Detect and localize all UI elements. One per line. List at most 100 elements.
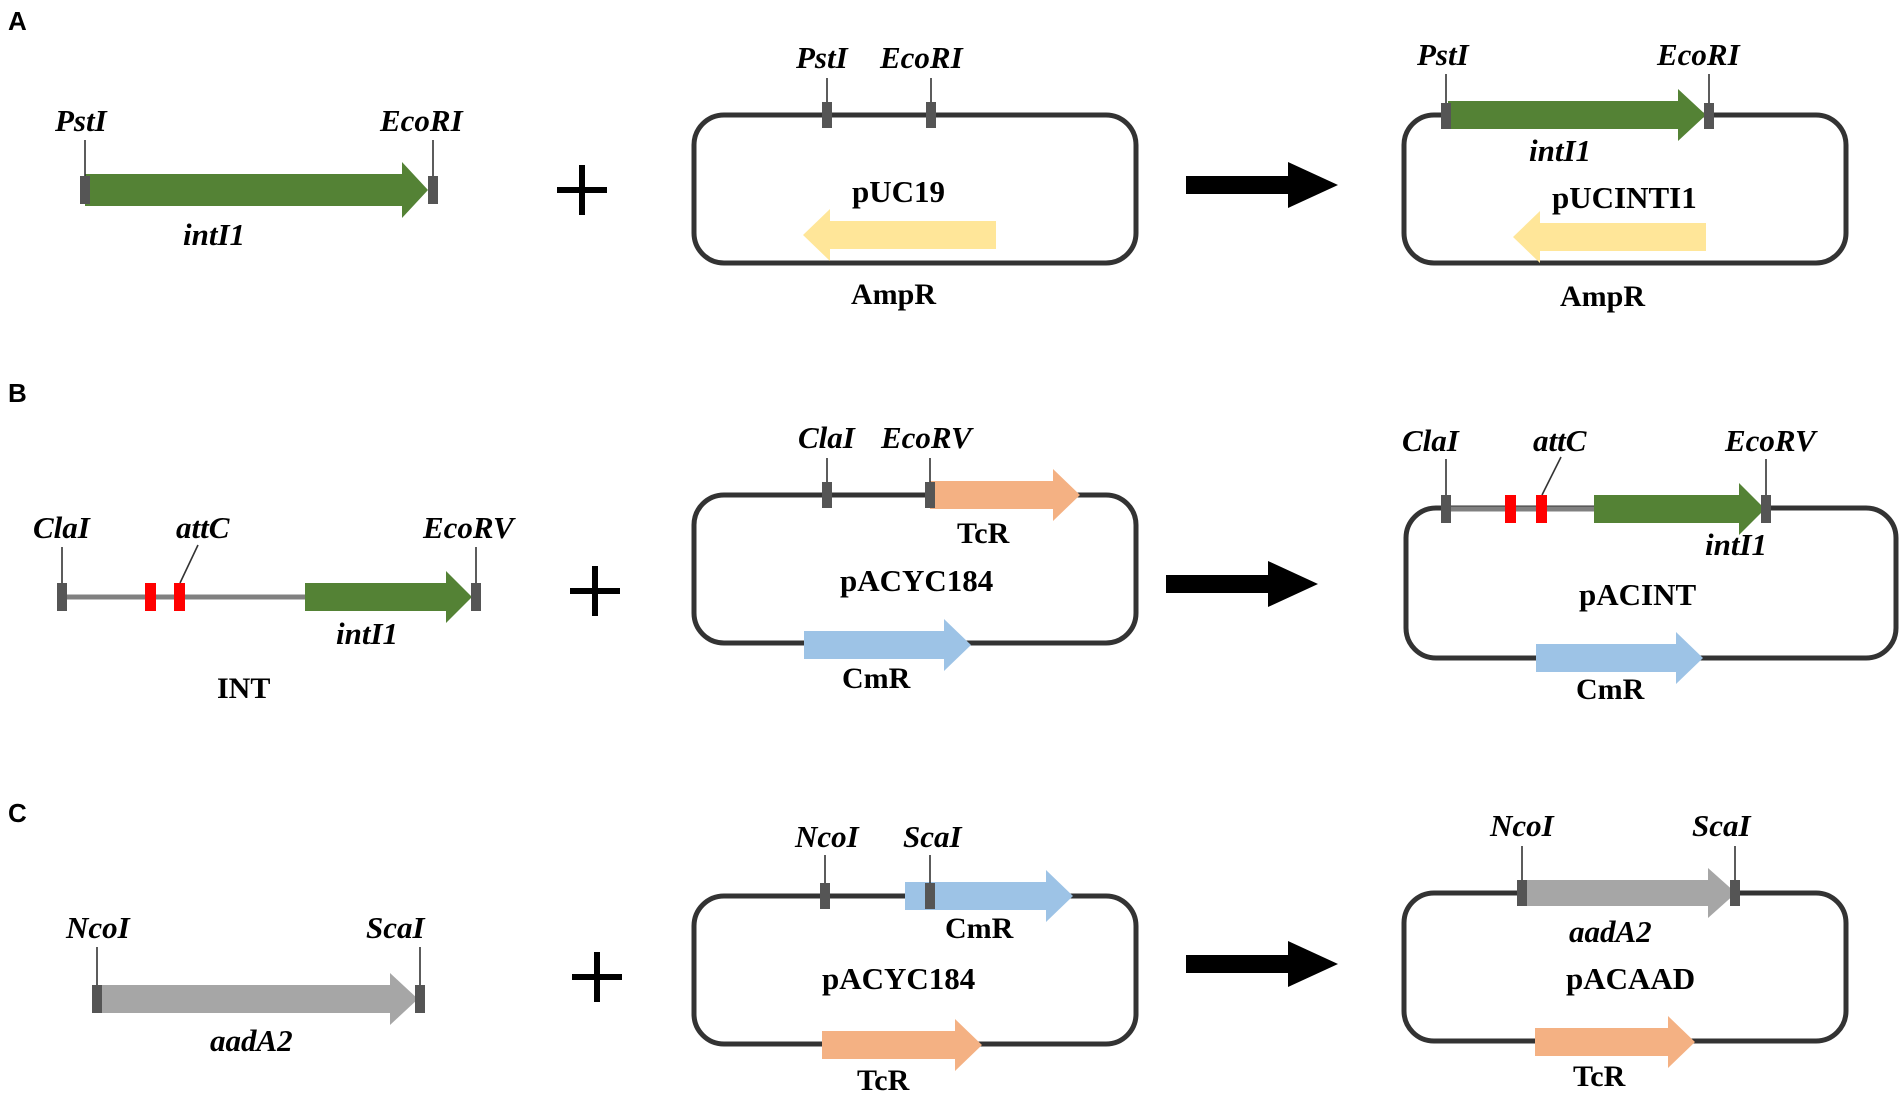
product-site-1-marker: [1441, 103, 1451, 129]
panel-a-vector: PstI EcoRI pUC19 AmpR: [691, 40, 1139, 311]
product-site-1: ClaI: [1402, 423, 1460, 458]
panel-b-fragment: ClaI attC EcoRV intI1 INT: [33, 510, 516, 705]
fragment-site-right: EcoRV: [422, 510, 516, 545]
product-site-1: PstI: [1416, 37, 1470, 72]
result-arrow: [1166, 561, 1318, 607]
attC-callout-line: [179, 544, 199, 584]
fragment-site-right: EcoRI: [379, 103, 464, 138]
attC-site-marker: [174, 583, 185, 611]
product-site-2: EcoRI: [1656, 37, 1741, 72]
product-site-1: NcoI: [1489, 808, 1555, 843]
attC-site-marker: [1536, 495, 1547, 523]
fragment-site-left: ClaI: [33, 510, 91, 545]
result-arrow: [1186, 941, 1338, 987]
panel-a-product: PstI EcoRI intI1 pUCINTI1 AmpR: [1401, 37, 1849, 313]
plus-sign: [557, 165, 607, 215]
pUC19-plasmid-outline: [691, 112, 1139, 266]
vector-site-2: EcoRV: [880, 420, 974, 455]
ncoI-site-marker: [92, 985, 102, 1013]
panel-b-label: B: [8, 378, 27, 408]
fragment-site-left: PstI: [54, 103, 108, 138]
fragment-site-left: NcoI: [65, 910, 131, 945]
vector-site-2-marker: [925, 482, 935, 508]
plus-sign: [570, 566, 620, 616]
panel-c: C NcoI ScaI aadA2 NcoI ScaI CmR: [8, 798, 1849, 1097]
attC-site-marker: [145, 583, 156, 611]
fragment-name: INT: [217, 672, 270, 705]
vector-marker-top-label: TcR: [957, 517, 1010, 550]
ecoRV-site-marker: [471, 583, 481, 611]
AmpR-marker-arrow: [803, 209, 996, 261]
panel-c-product: NcoI ScaI aadA2 pACAAD TcR: [1401, 808, 1849, 1093]
vector-site-1-marker: [820, 883, 830, 909]
aadA2-gene-arrow: [97, 973, 418, 1025]
vector-site-1-marker: [822, 102, 832, 128]
intI1-gene-arrow: [85, 162, 428, 218]
aadA2-gene-arrow: [1522, 868, 1736, 918]
vector-site-1: ClaI: [798, 420, 856, 455]
vector-marker-top-label: CmR: [945, 912, 1014, 945]
product-site-2: ScaI: [1692, 808, 1752, 843]
CmR-marker-arrow: [804, 619, 971, 671]
ecoRI-site-marker: [428, 176, 438, 204]
AmpR-marker-arrow: [1513, 211, 1706, 263]
product-site-1-marker: [1441, 495, 1451, 523]
product-site-1-marker: [1517, 880, 1527, 906]
panel-c-vector: NcoI ScaI CmR pACYC184 TcR: [691, 819, 1139, 1097]
CmR-marker-arrow: [905, 870, 1073, 922]
TcR-marker-arrow: [930, 469, 1080, 521]
plus-sign: [572, 952, 622, 1002]
attC-site-marker: [1505, 495, 1516, 523]
TcR-marker-arrow: [822, 1019, 982, 1071]
intI1-gene-arrow: [1448, 89, 1706, 141]
vector-marker-label: AmpR: [851, 278, 936, 311]
intI1-gene-arrow: [1594, 483, 1765, 535]
vector-name: pUC19: [852, 174, 945, 209]
TcR-marker-arrow: [1535, 1016, 1695, 1068]
product-marker-label: AmpR: [1560, 280, 1645, 313]
fragment-feature: attC: [176, 510, 230, 545]
panel-a-label: A: [8, 6, 27, 36]
scaI-site-marker: [415, 985, 425, 1013]
product-gene-label: intI1: [1705, 527, 1767, 562]
fragment-site-right: ScaI: [366, 910, 426, 945]
vector-site-2-marker: [925, 883, 935, 909]
vector-name: pACYC184: [822, 961, 975, 996]
vector-site-2-marker: [926, 102, 936, 128]
vector-site-2: EcoRI: [879, 40, 964, 75]
fragment-gene-label: intI1: [183, 217, 245, 252]
panel-a: A PstI EcoRI intI1 PstI EcoRI pUC19: [8, 6, 1849, 313]
vector-site-2: ScaI: [903, 819, 963, 854]
panel-b-vector: ClaI EcoRV TcR pACYC184 CmR: [691, 420, 1139, 695]
vector-marker-bottom-label: TcR: [857, 1064, 910, 1096]
product-site-2-marker: [1704, 103, 1714, 129]
product-name: pUCINTI1: [1552, 180, 1697, 215]
vector-name: pACYC184: [840, 563, 993, 598]
vector-site-1: PstI: [795, 40, 849, 75]
vector-site-1-marker: [822, 482, 832, 508]
fragment-gene-label: aadA2: [210, 1023, 293, 1058]
panel-b: B ClaI attC EcoRV intI1 INT: [8, 378, 1899, 706]
product-marker-label: TcR: [1573, 1060, 1626, 1093]
product-site-2-marker: [1730, 880, 1740, 906]
CmR-marker-arrow: [1536, 632, 1703, 684]
product-feature: attC: [1533, 423, 1587, 458]
product-gene-label: intI1: [1529, 133, 1591, 168]
panel-c-label: C: [8, 798, 27, 828]
vector-site-1: NcoI: [794, 819, 860, 854]
product-name: pACINT: [1579, 577, 1696, 612]
pstI-site-marker: [80, 176, 90, 204]
product-name: pACAAD: [1566, 961, 1695, 996]
panel-c-fragment: NcoI ScaI aadA2: [65, 910, 426, 1058]
claI-site-marker: [57, 583, 67, 611]
intI1-gene-arrow: [305, 571, 472, 623]
panel-b-product: ClaI attC EcoRV intI1 pACINT CmR: [1402, 423, 1899, 706]
product-site-2: EcoRV: [1724, 423, 1818, 458]
product-gene-label: aadA2: [1569, 914, 1652, 949]
result-arrow: [1186, 162, 1338, 208]
product-marker-label: CmR: [1576, 673, 1645, 706]
product-site-2-marker: [1761, 495, 1771, 523]
attC-callout-line: [1541, 456, 1562, 496]
